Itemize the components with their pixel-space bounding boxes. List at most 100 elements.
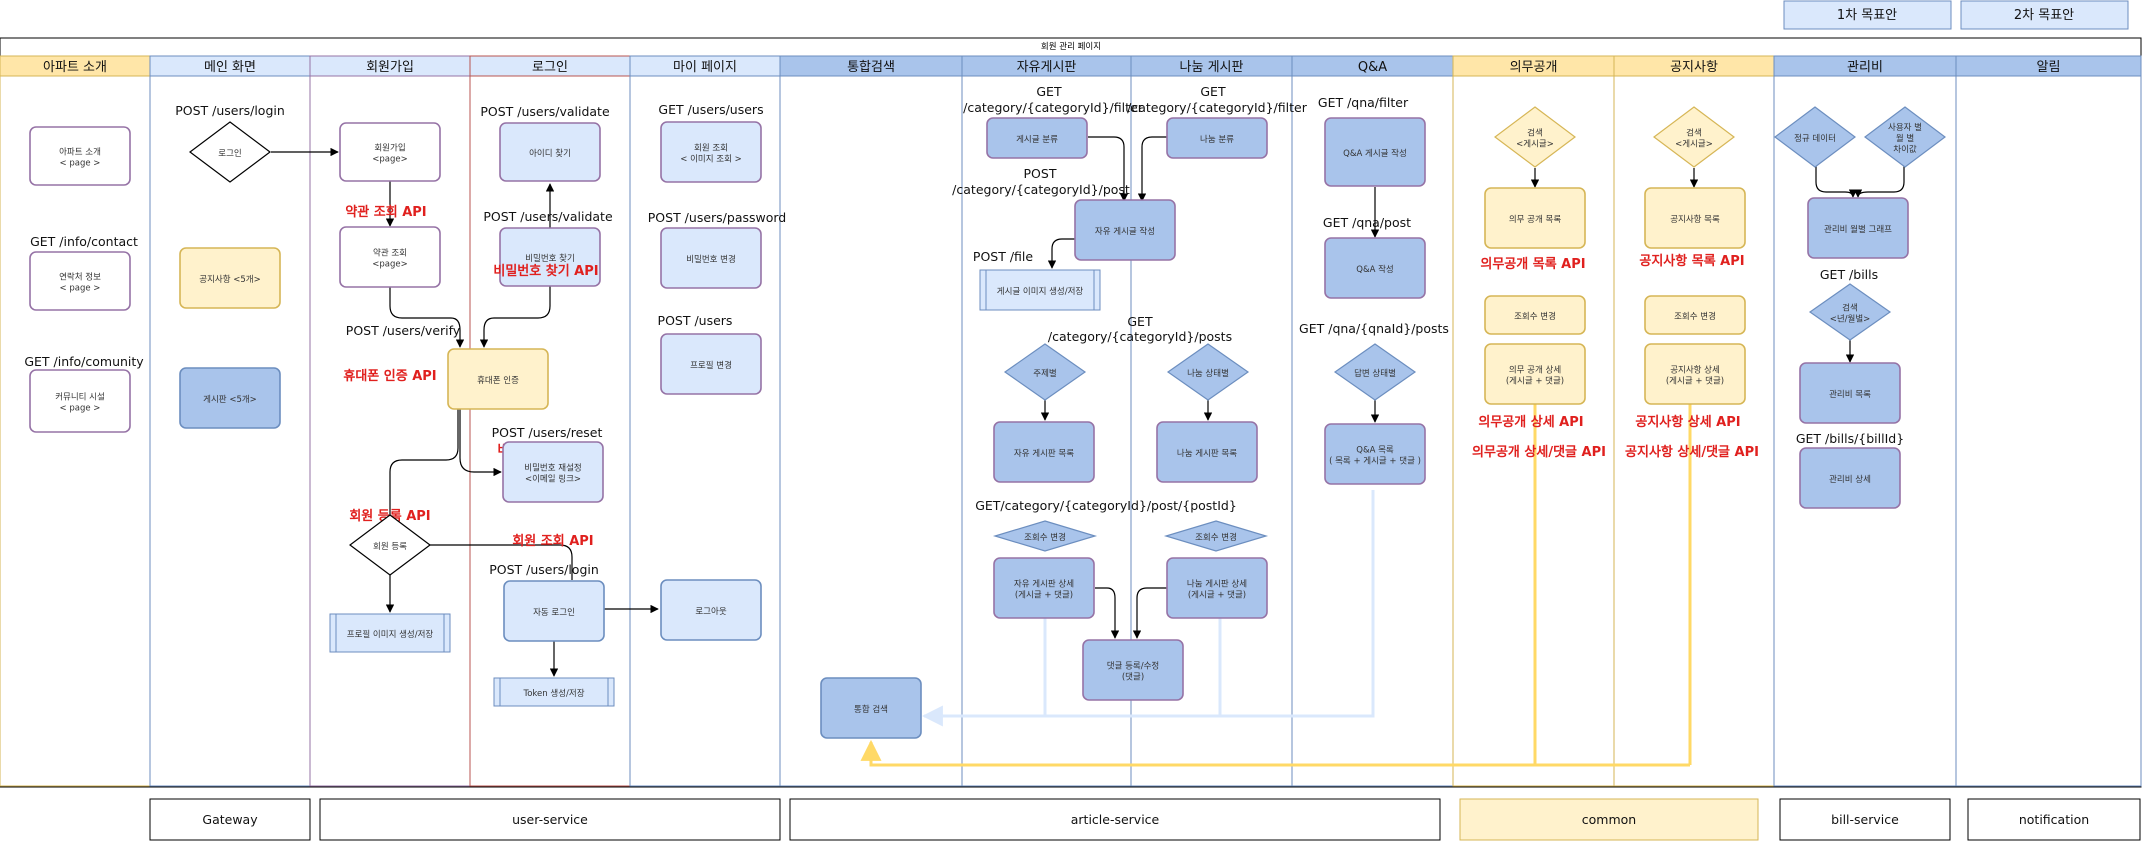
duty-list-box-label: 의무 공개 목록	[1509, 214, 1562, 225]
verify-api-label: POST /users/verify	[346, 323, 461, 338]
notice-search-diamond: 검색<게시글>	[1653, 106, 1735, 168]
total-search-box-label: 통합 검색	[854, 704, 888, 715]
column-header: 마이 페이지	[673, 60, 737, 75]
auto-login-box: 자동 로그인	[503, 580, 605, 642]
main-notice-box: 공지사항 <5개>	[179, 247, 281, 309]
free-category-box-label: 게시글 분류	[1016, 134, 1058, 145]
profile-change-box-label: 프로필 변경	[690, 360, 732, 371]
detail-api-label: GET/category/{categoryId}/post/{postId}	[975, 498, 1237, 513]
free-post-api-1: POST	[1024, 166, 1057, 181]
community-api-label: GET /info/comunity	[24, 354, 144, 369]
bill-search-diamond-label: 검색<년/월별>	[1830, 303, 1871, 325]
share-list-box: 나눔 게시판 목록	[1156, 421, 1258, 483]
comment-box-label: 댓글 등록/수정(댓글)	[1107, 661, 1160, 683]
bill-regular-diamond: 정규 데이터	[1774, 106, 1856, 168]
search-connectors	[921, 490, 1375, 727]
free-list-box: 자유 게시판 목록	[993, 421, 1095, 483]
service-6: notification	[1967, 798, 2141, 841]
column-header: 자유게시판	[1017, 60, 1077, 75]
share-filter-api-1: GET	[1200, 84, 1226, 99]
phone-api-label: 휴대폰 인증 API	[343, 368, 436, 384]
auto-login-api-label: POST /users/login	[489, 562, 599, 577]
duty-detail-box: 의무 공개 상세(게시글 + 댓글)	[1484, 343, 1586, 405]
free-subject-diamond: 주제별	[1003, 343, 1087, 401]
column-header: Q&A	[1358, 60, 1387, 75]
image-save-box: 게시글 이미지 생성/저장	[979, 269, 1101, 311]
column-header: 통합검색	[847, 60, 895, 75]
duty-list-box: 의무 공개 목록	[1484, 187, 1586, 249]
share-detail-box: 나눔 게시판 상세(게시글 + 댓글)	[1166, 557, 1268, 619]
bill-list-box: 관리비 목록	[1799, 362, 1901, 424]
free-detail-box: 자유 게시판 상세(게시글 + 댓글)	[993, 557, 1095, 619]
profile-save-box-label: 프로필 이미지 생성/저장	[347, 629, 434, 640]
free-views-diamond-label: 조회수 변경	[1024, 532, 1066, 543]
duty-views-box-label: 조회수 변경	[1514, 311, 1556, 322]
connectors	[271, 136, 1905, 677]
legend-second: 2차 목표안	[1960, 0, 2129, 30]
qna-posts-api-label: GET /qna/{qnaId}/posts	[1299, 321, 1449, 336]
bills-api-label: GET /bills	[1820, 267, 1878, 282]
qna-filter-api-label: GET /qna/filter	[1318, 95, 1409, 110]
free-category-box: 게시글 분류	[986, 117, 1088, 159]
auto-login-box-label: 자동 로그인	[533, 607, 575, 618]
phone-verify-box: 휴대폰 인증	[447, 348, 549, 410]
legend-first: 1차 목표안	[1783, 0, 1952, 30]
find-id-box-label: 아이디 찾기	[529, 148, 571, 159]
main-board-box-label: 게시판 <5개>	[203, 394, 257, 405]
main-notice-box-label: 공지사항 <5개>	[199, 274, 260, 285]
find-id-box: 아이디 찾기	[499, 122, 601, 182]
bill-detail-api-label: GET /bills/{billId}	[1796, 431, 1904, 446]
qna-write-box: Q&A 작성	[1324, 237, 1426, 299]
file-api-label: POST /file	[973, 249, 1033, 264]
logout-box-label: 로그아웃	[695, 606, 726, 617]
free-write-box-label: 자유 게시글 작성	[1095, 226, 1155, 237]
apartment-intro-box-label: 아파트 소개< page >	[59, 147, 101, 169]
notice-detail-comment-api-label: 공지사항 상세/댓글 API	[1625, 444, 1759, 460]
image-save-box-label: 게시글 이미지 생성/저장	[997, 286, 1084, 297]
service-label: bill-service	[1831, 812, 1899, 827]
notice-detail-box: 공지사항 상세(게시글 + 댓글)	[1644, 343, 1746, 405]
token-box-label: Token 생성/저장	[522, 688, 584, 699]
service-5: bill-service	[1779, 798, 1951, 841]
member-view-box: 회원 조회< 이미지 조회 >	[660, 121, 762, 183]
share-views-diamond: 조회수 변경	[1163, 520, 1269, 552]
qna-write-box-top: Q&A 게시글 작성	[1324, 117, 1426, 187]
posts-api-2: /category/{categoryId}/posts	[1048, 329, 1232, 344]
register-diamond-label: 회원 등록	[373, 542, 407, 552]
notice-list-api-label: 공지사항 목록 API	[1639, 253, 1744, 269]
reset-box-label: 비밀번호 재설정<이메일 링크>	[524, 463, 581, 485]
profile-save-box: 프로필 이미지 생성/저장	[329, 613, 451, 653]
share-views-diamond-label: 조회수 변경	[1195, 532, 1237, 543]
notice-views-box: 조회수 변경	[1644, 295, 1746, 335]
community-box-label: 커뮤니티 시설< page >	[55, 392, 105, 414]
main-login-api-label: POST /users/login	[175, 103, 285, 118]
contact-box: 연락처 정보< page >	[29, 251, 131, 311]
terms-box-label: 약관 조회<page>	[372, 248, 407, 270]
free-write-box: 자유 게시글 작성	[1074, 199, 1176, 261]
service-label: Gateway	[202, 812, 258, 827]
validate-api-1-label: POST /users/validate	[480, 104, 610, 119]
notice-detail-api-label: 공지사항 상세 API	[1635, 414, 1740, 430]
service-label: notification	[2019, 812, 2089, 827]
qna-answer-diamond: 답변 상태별	[1333, 343, 1417, 401]
legend-first-label: 1차 목표안	[1837, 8, 1897, 23]
free-list-box-label: 자유 게시판 목록	[1014, 448, 1074, 459]
reset-api-label: POST /users/reset	[492, 425, 603, 440]
validate-api-2-label: POST /users/validate	[483, 209, 613, 224]
find-pw-box-label: 비밀번호 찾기	[525, 253, 575, 264]
bill-graph-box-label: 관리비 월별 그래프	[1824, 224, 1892, 235]
contact-api-label: GET /info/contact	[30, 234, 138, 249]
duty-detail-api-label: 의무공개 상세 API	[1478, 414, 1583, 430]
share-state-diamond: 나눔 상태별	[1166, 343, 1250, 401]
column-header: 회원가입	[366, 60, 414, 75]
free-detail-box-label: 자유 게시판 상세(게시글 + 댓글)	[1014, 579, 1074, 601]
duty-views-box: 조회수 변경	[1484, 295, 1586, 335]
qna-list-box: Q&A 목록( 목록 + 게시글 + 댓글 )	[1324, 423, 1426, 485]
duty-search-diamond-label: 검색<게시글>	[1516, 128, 1554, 150]
column-header: 의무공개	[1510, 60, 1558, 75]
users-post-label: POST /users	[658, 313, 733, 328]
share-state-diamond-label: 나눔 상태별	[1187, 368, 1229, 379]
